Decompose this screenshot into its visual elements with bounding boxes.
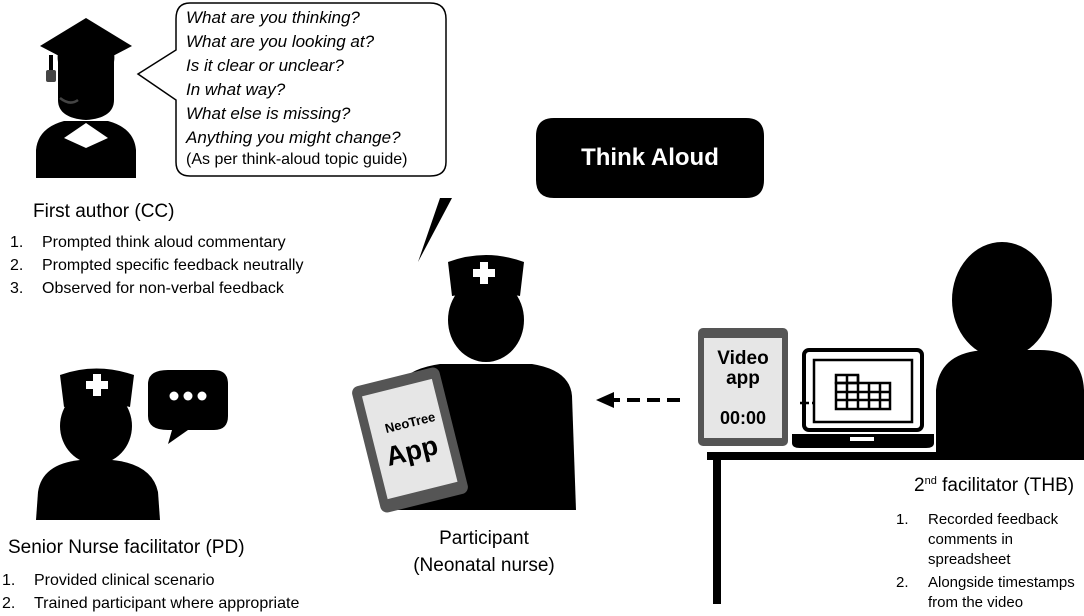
question-line: What else is missing? [186, 104, 351, 123]
neotree-tablet [352, 367, 468, 513]
think-aloud-label: Think Aloud [581, 144, 719, 171]
question-line: What are you thinking? [186, 8, 360, 27]
participant-subtitle: (Neonatal nurse) [413, 555, 555, 576]
question-line: In what way? [186, 80, 286, 99]
first-author-item: 3.Observed for non-verbal feedback [10, 280, 284, 297]
first-author-title: First author (CC) [33, 201, 175, 222]
laptop [792, 348, 934, 448]
think-aloud-bubble [418, 118, 764, 262]
question-line: What are you looking at? [186, 32, 375, 51]
first-author-item: 1.Prompted think aloud commentary [10, 234, 286, 251]
question-line: Anything you might change? [186, 128, 401, 147]
video-tablet-screen [704, 338, 782, 438]
senior-nurse-figure [36, 368, 160, 520]
question-line: Is it clear or unclear? [186, 56, 344, 75]
spreadsheet-icon [834, 373, 892, 411]
second-facilitator-title: 2nd facilitator (THB) [914, 475, 1075, 496]
senior-nurse-title: Senior Nurse facilitator (PD) [8, 537, 245, 558]
desk-leg [713, 458, 721, 604]
topic-guide-note: (As per think-aloud topic guide) [186, 151, 408, 168]
first-author-figure [36, 18, 136, 178]
video-app-label: Video [717, 348, 769, 369]
first-author-item: 2.Prompted specific feedback neutrally [10, 257, 304, 274]
ellipsis-chat-icon [148, 370, 228, 444]
desk [707, 452, 1084, 460]
senior-nurse-item: 1.Provided clinical scenario [2, 572, 215, 589]
question-speech-bubble [136, 2, 447, 177]
video-timestamp: 00:00 [719, 408, 767, 428]
senior-nurse-item: 2.Trained participant where appropriate [2, 595, 300, 612]
video-app-label: app [726, 368, 760, 389]
participant-title: Participant [439, 528, 529, 549]
dashed-arrow [596, 392, 680, 408]
second-facilitator-figure [936, 242, 1084, 452]
